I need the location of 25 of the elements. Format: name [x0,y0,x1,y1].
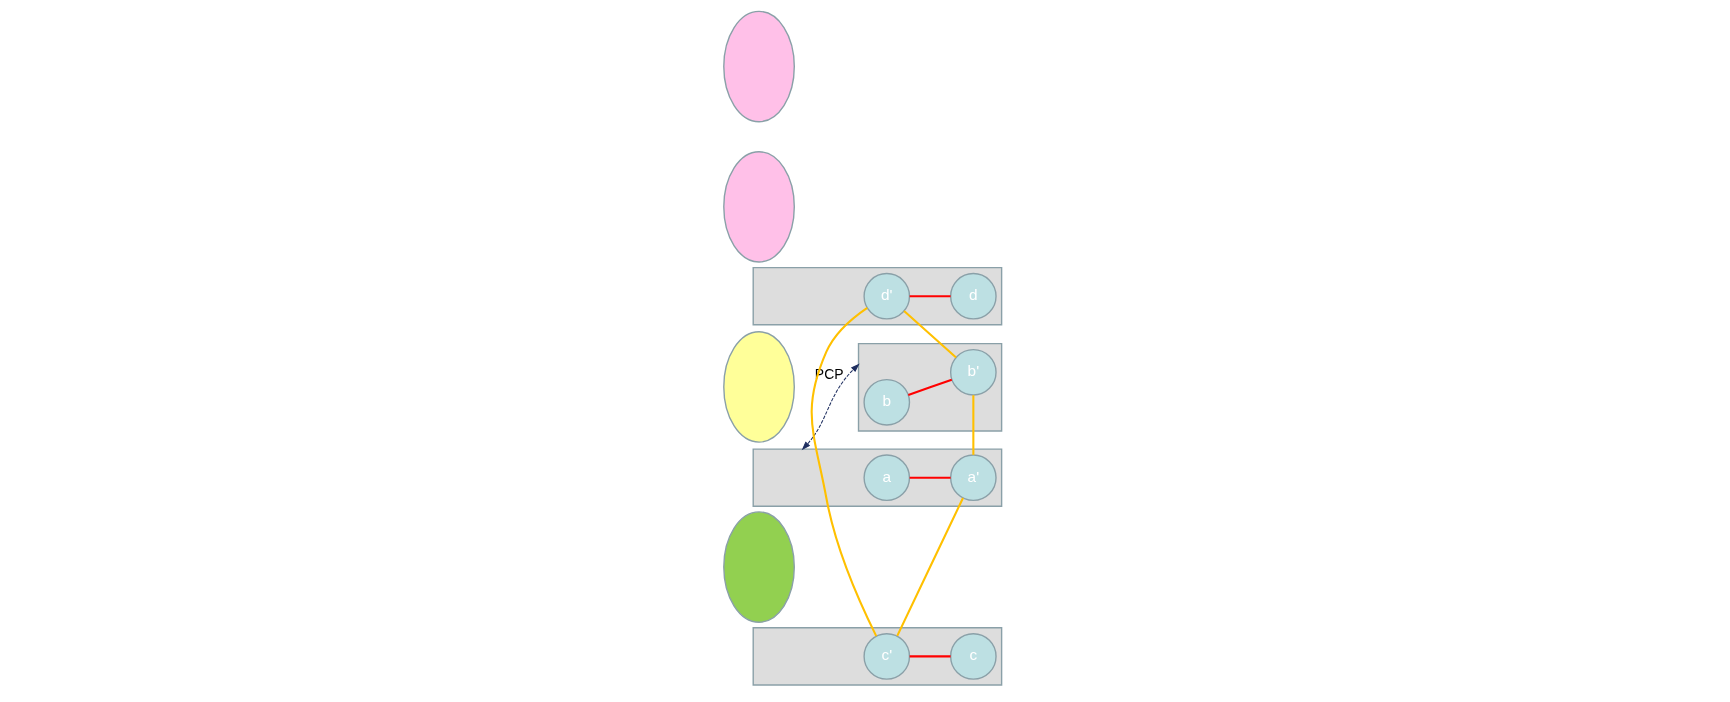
node-circle: c [949,633,997,680]
node-circle: a' [949,454,997,502]
connector [810,306,877,637]
connector [909,295,951,298]
node-circle: d [949,272,997,320]
connector [907,378,952,396]
cluster [752,448,1002,507]
connector [902,310,957,359]
connector [909,655,951,658]
connector [909,476,951,479]
node-ellipse [722,151,795,263]
node-ellipse [722,10,795,123]
node-circle: a [862,454,910,502]
node-cloud [722,511,795,623]
cluster [857,342,1002,432]
node-circle: c' [862,633,910,680]
node-circle: b' [949,348,997,396]
node-circle: d' [862,272,910,320]
connector [895,497,964,637]
cluster [752,627,1002,686]
node-cloud [722,331,795,443]
node-circle: b [862,378,910,426]
cluster [752,266,1002,326]
arrow [801,363,860,451]
connector [971,395,974,455]
